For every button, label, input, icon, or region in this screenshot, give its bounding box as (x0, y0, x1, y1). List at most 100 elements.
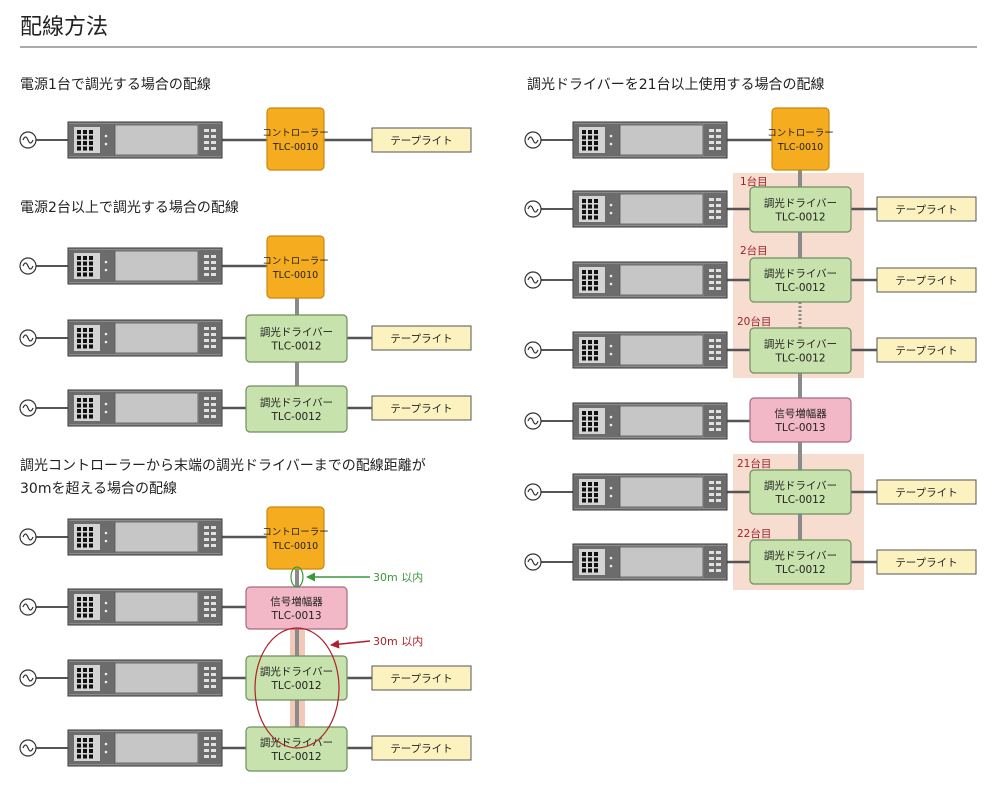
psu-center (114, 250, 199, 282)
psu-output-terminal (716, 141, 721, 144)
psu-right-cap (199, 591, 221, 623)
psu-output-terminal (204, 614, 209, 617)
tape-light-label: テープライト (895, 557, 957, 569)
psu-terminal (83, 398, 87, 402)
psu-right-cap (199, 392, 221, 424)
psu-output-terminal (211, 397, 216, 400)
psu-terminal (588, 482, 592, 486)
psu-led (104, 750, 108, 754)
driver-box-frame (245, 314, 348, 363)
power-supply (67, 518, 223, 556)
driver-box-frame (245, 655, 348, 701)
psu-output-terminal (204, 339, 209, 342)
sine-wave-icon (527, 205, 539, 213)
psu-terminal (594, 552, 598, 556)
psu-terminal (89, 543, 93, 548)
psu-output-terminal (709, 551, 714, 554)
psu-terminal (588, 270, 592, 274)
psu-right-cap (199, 662, 221, 694)
psu-terminal (588, 487, 592, 492)
psu-terminal (89, 597, 93, 601)
psu-center (619, 476, 704, 508)
psu-terminal (89, 272, 93, 277)
psu-right-cap (704, 476, 726, 508)
psu-output-terminal (709, 281, 714, 284)
psu-terminal (588, 563, 592, 567)
driver-box-frame (749, 327, 852, 374)
psu-output-terminal (204, 679, 209, 682)
psu-terminal (83, 738, 87, 742)
sine-wave-icon (22, 744, 34, 752)
heading-long-distance-line1: 調光コントローラーから末端の調光ドライバーまでの配線距離が (20, 457, 426, 474)
psu-terminal (582, 568, 586, 573)
tape-light-label: テープライト (390, 333, 452, 345)
psu-terminal (588, 493, 592, 497)
psu-output-terminal (211, 415, 216, 418)
psu-terminal (77, 398, 81, 402)
psu-terminal (582, 356, 586, 361)
psu-terminal (89, 668, 93, 672)
tape-light-frame (371, 325, 472, 351)
psu-led (104, 142, 108, 146)
psu-output-terminal (204, 749, 209, 752)
psu-terminal (83, 532, 87, 537)
psu-output-terminal (211, 255, 216, 258)
tape-light-label: テープライト (895, 275, 957, 287)
controller-box-name: コントローラー (767, 128, 834, 139)
psu-terminal (594, 340, 598, 344)
psu-led (609, 352, 613, 356)
psu-terminal (77, 328, 81, 332)
psu-terminal (582, 210, 586, 214)
psu-right-cap (704, 334, 726, 366)
psu-terminal (588, 281, 592, 285)
psu-output-terminal (716, 345, 721, 348)
psu-output-terminal (709, 569, 714, 572)
psu-terminal (594, 141, 598, 145)
psu-output-terminal (211, 333, 216, 336)
amplifier-box-frame (749, 397, 852, 443)
psu-terminal (594, 427, 598, 432)
controller-box-frame (266, 107, 325, 171)
psu-terminal (582, 340, 586, 344)
psu-output-terminal (716, 563, 721, 566)
psu-terminal (77, 414, 81, 419)
psu-right-cap (199, 521, 221, 553)
psu-output-terminal (211, 339, 216, 342)
psu-output-terminal (204, 755, 209, 758)
tape-light-box: テープライト (876, 196, 977, 222)
psu-terminal (83, 608, 87, 612)
driver-box-name: 調光ドライバー (260, 665, 333, 678)
psu-output-terminal (211, 544, 216, 547)
psu-terminal (594, 135, 598, 140)
psu-terminal (89, 414, 93, 419)
psu-terminal (77, 602, 81, 607)
driver-box-name: 調光ドライバー (764, 267, 837, 280)
psu-terminal (594, 270, 598, 274)
psu-terminal (582, 493, 586, 497)
ac-power-icon (19, 669, 37, 687)
psu-terminal (594, 557, 598, 562)
psu-terminal (83, 130, 87, 134)
driver-box-name: 調光ドライバー (260, 396, 333, 409)
psu-terminal (582, 498, 586, 503)
psu-terminal (77, 738, 81, 742)
psu-terminal (582, 199, 586, 203)
psu-terminal (588, 427, 592, 432)
psu-output-terminal (716, 428, 721, 431)
tape-light-box: テープライト (876, 479, 977, 505)
psu-output-terminal (211, 141, 216, 144)
psu-output-terminal (211, 667, 216, 670)
sine-wave-icon (22, 136, 34, 144)
devices-layer: コントローラーTLC-0010テープライトコントローラーTLC-0010調光ドラ… (19, 107, 977, 772)
psu-right-cap (704, 405, 726, 437)
psu-terminal (77, 743, 81, 748)
psu-terminal (89, 344, 93, 349)
psu-terminal (588, 340, 592, 344)
psu-terminal (77, 684, 81, 689)
psu-terminal (594, 146, 598, 151)
psu-terminal (83, 754, 87, 759)
psu-terminal (77, 679, 81, 683)
